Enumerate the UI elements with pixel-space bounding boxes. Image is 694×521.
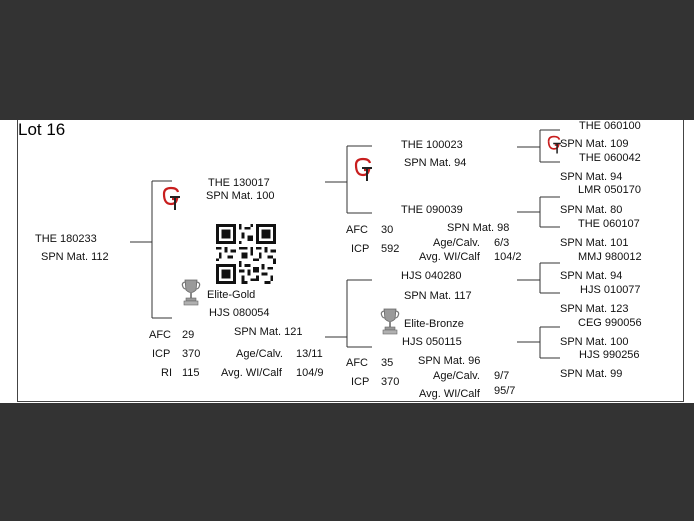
paternal-dam-spn: SPN Mat. 121 xyxy=(234,326,303,338)
paternal-dam-name: HJS 080054 xyxy=(209,307,270,319)
gs-dam-icp: 592 xyxy=(381,243,400,255)
gs-sire-spn: SPN Mat. 94 xyxy=(404,157,467,169)
gd-sire-name: HJS 040280 xyxy=(401,270,462,282)
gs-dam-icp-label: ICP xyxy=(351,243,370,255)
paternal-dam-afc-label: AFC xyxy=(149,329,171,341)
paternal-dam-afc: 29 xyxy=(182,329,195,341)
pedigree-sheet: Lot 16 THE 180233 SPN Mat. 112 THE 13001… xyxy=(0,120,694,403)
ggen-name: HJS 010077 xyxy=(580,284,641,296)
ggen-name: MMJ 980012 xyxy=(578,251,642,263)
ggen-name: CEG 990056 xyxy=(578,317,642,329)
trophy-icon xyxy=(181,279,201,306)
paternal-sire-name: THE 130017 xyxy=(208,177,270,189)
ggen-spn: SPN Mat. 123 xyxy=(560,303,629,315)
paternal-dam-age-label: Age/Calv. xyxy=(236,348,283,360)
gs-dam-afc-label: AFC xyxy=(346,224,368,236)
gd-dam-age: 9/7 xyxy=(494,370,510,382)
ggen-name: THE 060107 xyxy=(578,218,640,230)
gd-dam-wi: 95/7 xyxy=(494,385,516,397)
gs-dam-afc: 30 xyxy=(381,224,394,236)
paternal-dam-wi: 104/9 xyxy=(296,367,324,379)
ggen-spn: SPN Mat. 94 xyxy=(560,171,623,183)
paternal-dam-wi-label: Avg. WI/Calf xyxy=(221,367,282,379)
gt-logo-icon xyxy=(354,157,372,181)
ggen-spn: SPN Mat. 101 xyxy=(560,237,629,249)
ggen-spn: SPN Mat. 80 xyxy=(560,204,623,216)
paternal-dam-icp-label: ICP xyxy=(152,348,171,360)
qr-code-icon xyxy=(216,224,276,284)
sire-spn: SPN Mat. 112 xyxy=(41,251,109,263)
paternal-dam-ri: 115 xyxy=(182,367,200,379)
paternal-sire-spn: SPN Mat. 100 xyxy=(206,190,275,202)
ggen-name: LMR 050170 xyxy=(578,184,641,196)
pedigree-lines xyxy=(130,129,560,359)
gd-sire-spn: SPN Mat. 117 xyxy=(404,290,472,302)
ggen-name: HJS 990256 xyxy=(579,349,640,361)
gt-logo-icon xyxy=(547,135,561,154)
sheet-frame xyxy=(17,120,684,402)
gd-dam-icp-label: ICP xyxy=(351,376,370,388)
gs-dam-name: THE 090039 xyxy=(401,204,463,216)
paternal-dam-icp: 370 xyxy=(182,348,201,360)
ggen-spn: SPN Mat. 109 xyxy=(560,138,629,150)
gs-sire-name: THE 100023 xyxy=(401,139,463,151)
gs-dam-age: 6/3 xyxy=(494,237,510,249)
lot-title: Lot 16 xyxy=(18,120,66,139)
gs-dam-age-label: Age/Calv. xyxy=(433,237,480,249)
gd-dam-afc-label: AFC xyxy=(346,357,368,369)
paternal-dam-age: 13/11 xyxy=(296,348,323,360)
gd-dam-age-label: Age/Calv. xyxy=(433,370,480,382)
gd-dam-afc: 35 xyxy=(381,357,394,369)
ggen-spn: SPN Mat. 100 xyxy=(560,336,629,348)
gd-dam-name: HJS 050115 xyxy=(402,336,462,348)
gs-dam-spn: SPN Mat. 98 xyxy=(447,222,510,234)
ggen-name: THE 060042 xyxy=(579,152,641,164)
gd-dam-icp: 370 xyxy=(381,376,400,388)
gd-dam-wi-label: Avg. WI/Calf xyxy=(419,388,480,400)
paternal-dam-badge: Elite-Gold xyxy=(207,289,256,301)
gd-dam-spn: SPN Mat. 96 xyxy=(418,355,481,367)
gd-dam-badge: Elite-Bronze xyxy=(404,318,464,330)
ggen-spn: SPN Mat. 94 xyxy=(560,270,623,282)
trophy-icon xyxy=(380,308,400,335)
ggen-name: THE 060100 xyxy=(579,120,641,132)
gt-logo-icon xyxy=(162,186,180,210)
paternal-dam-ri-label: RI xyxy=(161,367,172,379)
ggen-spn: SPN Mat. 99 xyxy=(560,368,623,380)
gs-dam-wi: 104/2 xyxy=(494,251,522,263)
sire-name: THE 180233 xyxy=(35,233,97,245)
gs-dam-wi-label: Avg. WI/Calf xyxy=(419,251,480,263)
